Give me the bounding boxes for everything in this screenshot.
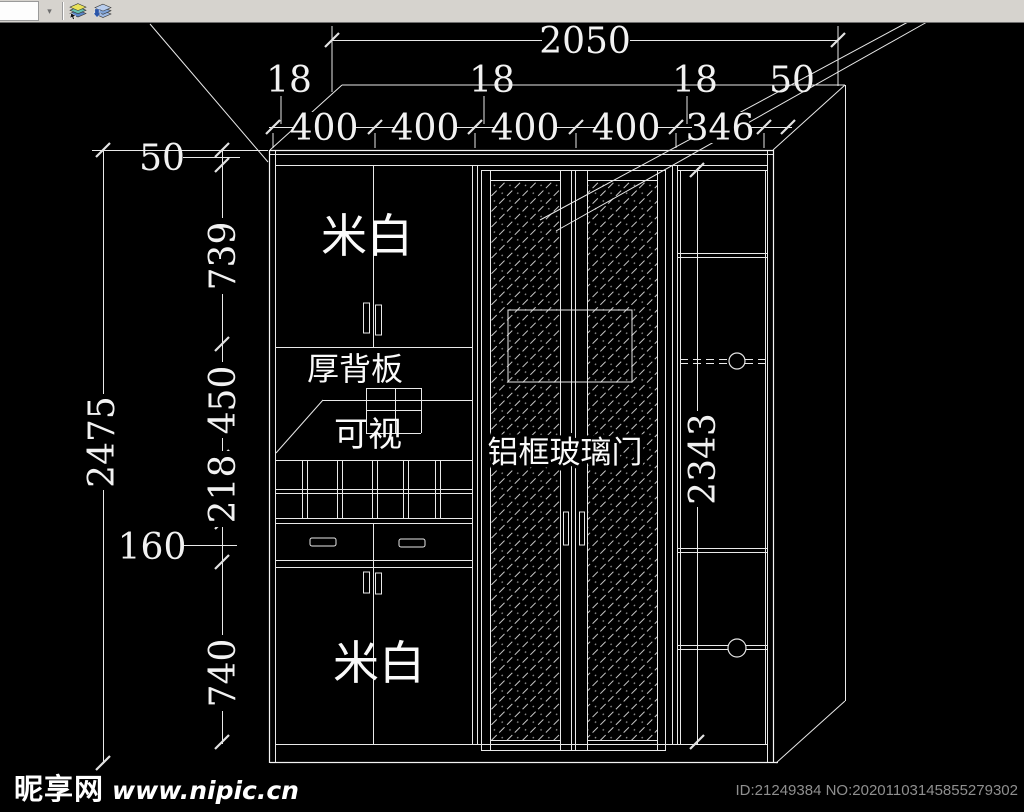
watermark-site-url: www.nipic.cn (112, 776, 299, 805)
dim-lower-door-height: 740 (203, 639, 244, 708)
label-lower-door: 米白 (333, 636, 425, 690)
dim-thickness-2: 18 (469, 60, 515, 101)
dimension-right-inner-height: 2343 (683, 162, 724, 750)
dim-thickness-1: 18 (266, 60, 312, 101)
drawers[interactable] (275, 523, 472, 568)
dim-niche-height: 450 (203, 366, 244, 435)
toolbar-separator (62, 2, 63, 20)
dim-section-2: 400 (391, 108, 460, 149)
label-back-panel: 厚背板 (307, 350, 403, 388)
layer-stack-colored-icon (68, 2, 87, 20)
upper-door-handle-left[interactable] (363, 302, 370, 334)
watermark-site-name: 昵享网 (14, 772, 105, 806)
dim-section-4: 400 (592, 108, 661, 149)
glass-door-inset-rect (507, 309, 633, 383)
dim-upper-door-height: 739 (203, 222, 244, 291)
lower-doors[interactable] (363, 567, 382, 744)
glass-door-handle-left[interactable] (563, 511, 569, 546)
dim-thickness-3: 18 (672, 60, 718, 101)
dim-right-inner-height: 2343 (683, 413, 724, 505)
label-upper-door: 米白 (321, 209, 413, 263)
drawer-handle-right[interactable] (398, 538, 426, 548)
drawer-handle-left[interactable] (309, 537, 337, 547)
dim-overall-width: 2050 (539, 21, 631, 62)
glass-door-handle-right[interactable] (579, 511, 585, 546)
cabinet-perspective-edges (149, 23, 846, 764)
shelf-pin-circle-lower (727, 638, 747, 658)
image-id-text: ID:21249384 NO:20201103145855279302 (735, 782, 1018, 799)
dim-top-right-offset: 50 (769, 60, 815, 101)
label-visible: 可视 (334, 415, 402, 455)
combo-dropdown-button[interactable]: ▾ (41, 2, 58, 20)
layer-combo-remnant[interactable] (0, 1, 39, 21)
dimension-total-height: 2475 (82, 142, 123, 771)
glass-pane-right (587, 181, 658, 740)
label-glass-door: 铝框玻璃门 (488, 435, 643, 471)
layer-previous-button[interactable] (66, 1, 90, 21)
chevron-down-icon: ▾ (47, 6, 52, 16)
glass-doors[interactable] (481, 170, 666, 751)
dimension-sections-row: 400 400 400 400 346 (265, 108, 796, 149)
dimension-left-chain: 50 160 739 450 218 740 (92, 138, 268, 750)
shelf-column (677, 170, 768, 744)
glass-pane-left (490, 181, 561, 740)
upper-door-handle-right[interactable] (375, 304, 382, 336)
cabinet-front-outline (268, 149, 778, 764)
change-to-current-layer-button[interactable] (90, 1, 114, 21)
section-dividers (472, 165, 678, 744)
layer-stack-blue-arrow-icon (92, 3, 112, 18)
dim-wine-rack-height: 218 (203, 455, 244, 524)
dim-section-1: 400 (290, 108, 359, 149)
shelf-pin-circle-upper (728, 352, 746, 370)
dim-total-height: 2475 (82, 396, 123, 488)
lower-door-handle-right[interactable] (375, 572, 382, 595)
open-niche (275, 388, 472, 454)
drawing-labels: 米白 厚背板 可视 铝框玻璃门 米白 (307, 209, 646, 690)
dim-section-3: 400 (491, 108, 560, 149)
wine-rack-grid (275, 460, 472, 519)
lower-door-handle-left[interactable] (363, 571, 370, 594)
cad-toolbar: ▾ (0, 0, 1024, 23)
dimension-overall-width: 2050 (324, 21, 846, 92)
dimension-thickness-row: 18 18 18 50 (266, 60, 815, 124)
upper-doors[interactable] (275, 165, 472, 348)
dim-section-5: 346 (686, 108, 755, 149)
dim-drawer-height: 160 (118, 527, 187, 568)
dim-left-top-offset: 50 (139, 138, 185, 179)
